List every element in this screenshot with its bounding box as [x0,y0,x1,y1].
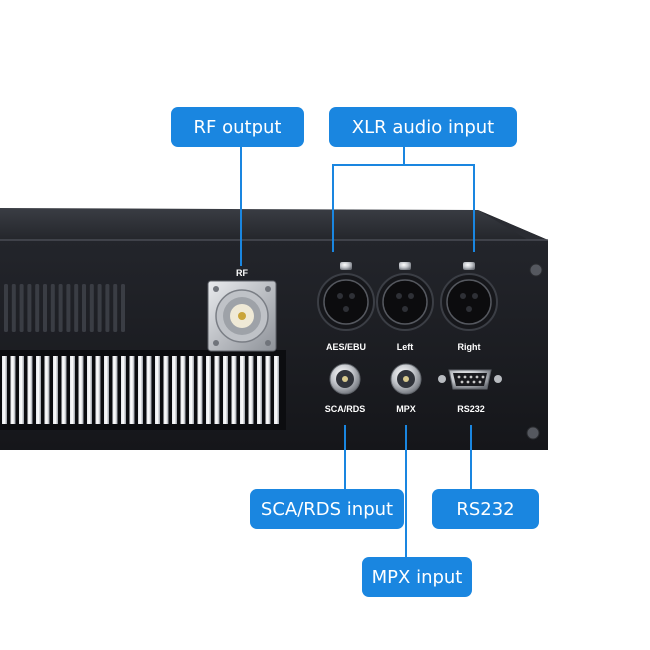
vent-slot [35,284,40,332]
vent-slot [19,284,24,332]
vent-slot [43,284,47,332]
heatsink-fin [231,356,237,424]
heatsink-fin [121,356,126,424]
xlr-connector-aes-ebu [317,262,375,331]
heatsink-fin [104,356,109,424]
heatsink-fin [163,356,169,424]
heatsink-fins [2,356,279,424]
heatsink-fin [214,356,220,424]
upper-vent-slots [4,284,125,332]
panel-label-mpx: MPX [396,404,416,414]
heatsink-fin [10,356,16,424]
panel-label-rs232: RS232 [457,404,485,414]
heatsink-fin [61,356,67,424]
heatsink-fin [155,356,160,424]
vent-slot [11,284,16,332]
panel-label-right: Right [457,342,481,352]
heatsink-fin [240,356,245,424]
heatsink-fin [78,356,84,424]
heatsink-fin [95,356,101,424]
callout-rs232: RS232 [432,489,539,529]
xlr-connector-left [376,262,434,331]
vent-slot [58,284,63,332]
heatsink-fin [172,356,177,424]
heatsink-fin [129,356,135,424]
vent-slot [74,284,79,332]
heatsink-fin [146,356,152,424]
panel-label-rf: RF [236,268,248,278]
panel-label-left: Left [396,342,414,352]
heatsink-fin [112,356,118,424]
heatsink-fin [257,356,262,424]
panel-label-sca-rds: SCA/RDS [324,404,366,414]
leader-lines [240,145,475,558]
vent-slot [113,284,118,332]
vent-slot [50,284,55,332]
heatsink-fin [248,356,254,424]
panel-label-aes-ebu: AES/EBU [325,342,366,352]
vent-slot [82,284,86,332]
heatsink-fin [206,356,211,424]
heatsink-fin [36,356,41,424]
rf-output-connector [207,280,277,352]
heatsink-fin [19,356,24,424]
heatsink-fin [44,356,50,424]
bnc-connector-sca-rds [329,363,361,395]
panel-screw-top [529,263,543,277]
heatsink-fin [53,356,58,424]
vent-slot [97,284,102,332]
callout-mpx-input: MPX input [362,557,472,597]
vent-slot [27,284,32,332]
callout-xlr-audio-input: XLR audio input [329,107,517,147]
callout-sca-rds-input: SCA/RDS input [250,489,404,529]
panel-screw-bottom [526,426,540,440]
heatsink-fin [27,356,33,424]
heatsink-fin [223,356,228,424]
vent-slot [4,284,8,332]
chassis-top [0,208,548,240]
db9-connector-rs232 [438,369,502,390]
vent-slot [89,284,94,332]
heatsink-fin [274,356,279,424]
heatsink-fin [265,356,271,424]
vent-slot [66,284,71,332]
heatsink-fin [180,356,186,424]
heatsink-fin [189,356,194,424]
vent-slot [105,284,110,332]
vent-slot [121,284,125,332]
xlr-connector-right [440,262,498,331]
heatsink-fin [197,356,203,424]
heatsink-fin [2,356,7,424]
heatsink-fin [87,356,92,424]
heatsink-fin [138,356,143,424]
bnc-connector-mpx [390,363,422,395]
callout-rf-output: RF output [171,107,304,147]
heatsink-fin [70,356,75,424]
